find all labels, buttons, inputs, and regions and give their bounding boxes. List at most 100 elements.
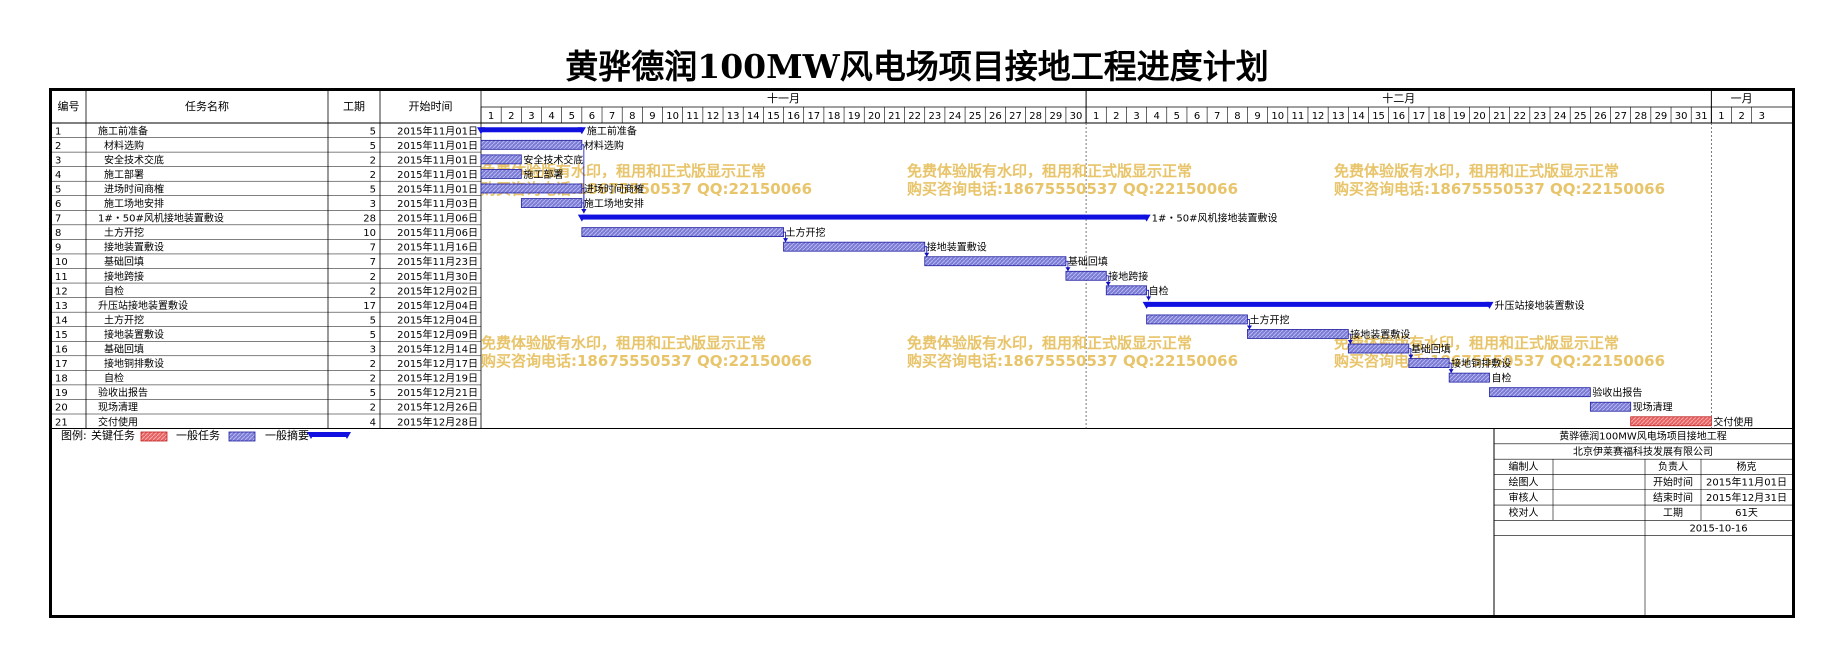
day-label: 29 [1655,111,1668,122]
task-duration: 5 [370,184,376,195]
task-name: 材料选购 [104,139,144,152]
col-header-start: 开始时间 [409,99,453,113]
task-duration: 2 [370,155,376,166]
task-start: 2015年12月17日 [397,357,478,370]
task-bar-label: 自检 [1492,372,1512,385]
day-label: 5 [569,111,575,122]
task-duration: 5 [370,330,376,341]
col-header-id: 编号 [58,99,80,113]
task-start: 2015年12月09日 [397,328,478,341]
task-duration: 3 [370,345,376,356]
task-bar-label: 施工前准备 [587,124,637,137]
task-duration: 2 [370,286,376,297]
day-label: 22 [908,111,921,122]
task-name: 土方开挖 [104,313,144,326]
task-bar-label: 基础回填 [1068,255,1108,268]
summary-bar-end-cap [1485,301,1494,309]
task-bar [1489,387,1591,398]
day-label: 20 [868,111,881,122]
month-label: 十二月 [1382,91,1415,105]
day-label: 8 [629,111,635,122]
day-label: 29 [1049,111,1062,122]
task-name: 接地铜排敷设 [104,357,164,370]
day-label: 23 [928,111,941,122]
day-label: 1 [1718,111,1724,122]
info-reviewer-label: 审核人 [1509,491,1539,504]
task-start: 2015年12月26日 [397,401,478,414]
task-bar-label: 升压站接地装置敷设 [1495,299,1585,312]
day-label: 2 [1113,111,1119,122]
task-id: 4 [55,170,61,181]
task-bar [520,198,583,208]
info-company: 北京伊莱赛福科技发展有限公司 [1573,445,1713,458]
task-bar-label: 现场清理 [1633,401,1673,414]
task-duration: 5 [370,315,376,326]
day-label: 6 [1194,111,1200,122]
task-duration: 2 [370,170,376,181]
watermark-text: 免费体验版有水印，租用和正式版显示正常 [907,334,1192,352]
legend-task-label: 一般任务 [176,429,220,442]
day-label: 30 [1070,111,1083,122]
task-bar [1146,314,1248,325]
task-bar-label: 自检 [1149,284,1169,297]
task-start: 2015年12月04日 [397,299,478,312]
task-start: 2015年12月28日 [397,415,478,428]
day-label: 14 [747,111,760,122]
task-id: 7 [55,214,61,225]
task-start: 2015年11月01日 [397,168,478,181]
info-owner: 杨克 [1737,460,1757,473]
dependency-arrowhead [783,238,789,243]
task-name: 验收出报告 [98,386,148,399]
dependency-arrowhead [924,252,930,257]
task-name: 升压站接地装置敷设 [98,299,188,312]
task-bar [480,183,583,194]
task-start: 2015年11月01日 [397,153,478,166]
task-bar-label: 安全技术交底 [523,153,583,166]
watermark-text: 免费体验版有水印，租用和正式版显示正常 [1334,162,1619,180]
task-name: 自检 [104,284,124,297]
task-start: 2015年11月03日 [397,197,478,210]
task-start: 2015年12月02日 [397,284,478,297]
task-id: 3 [55,155,61,166]
info-period-label: 工期 [1663,507,1683,519]
task-duration: 2 [370,272,376,283]
task-start: 2015年12月04日 [397,313,478,326]
day-label: 28 [1634,111,1647,122]
day-label: 4 [1154,111,1160,122]
task-name: 基础回填 [104,343,144,356]
task-bar-label: 土方开挖 [1249,313,1289,326]
month-label: 一月 [1731,92,1753,105]
day-label: 5 [1174,111,1180,122]
page-title: 黄骅德润100MW风电场项目接地工程进度计划 [565,47,1269,86]
day-label: 6 [589,111,595,122]
task-bar-label: 验收出报告 [1592,386,1642,399]
task-id: 5 [55,184,61,195]
task-name: 接地装置敷设 [104,328,164,341]
day-label: 19 [1453,111,1466,122]
day-label: 31 [1695,111,1708,122]
watermark-text: 购买咨询电话:18675550537 QQ:22150066 [907,352,1238,370]
task-id: 9 [55,243,61,254]
task-bar-label: 基础回填 [1411,343,1451,356]
day-label: 27 [1009,111,1022,122]
task-bar [924,256,1067,267]
task-name: 施工前准备 [98,124,148,137]
day-label: 25 [969,111,982,122]
day-label: 15 [767,111,780,122]
task-duration: 5 [370,126,376,137]
task-id: 15 [55,330,68,341]
task-bar [1065,270,1107,281]
day-label: 7 [1214,111,1220,122]
info-editor-label: 编制人 [1509,460,1539,473]
task-bar-label: 交付使用 [1713,415,1753,428]
summary-bar-end-cap [1142,214,1151,222]
task-start: 2015年11月16日 [397,241,478,254]
task-start: 2015年12月14日 [397,343,478,356]
day-label: 17 [807,111,820,122]
task-bar-label: 材料选购 [584,139,624,152]
col-header-duration: 工期 [343,100,365,113]
task-start: 2015年11月06日 [397,212,478,225]
day-label: 19 [848,111,861,122]
day-label: 13 [1332,111,1345,122]
watermark-text: 购买咨询电话:18675550537 QQ:22150066 [907,180,1238,198]
